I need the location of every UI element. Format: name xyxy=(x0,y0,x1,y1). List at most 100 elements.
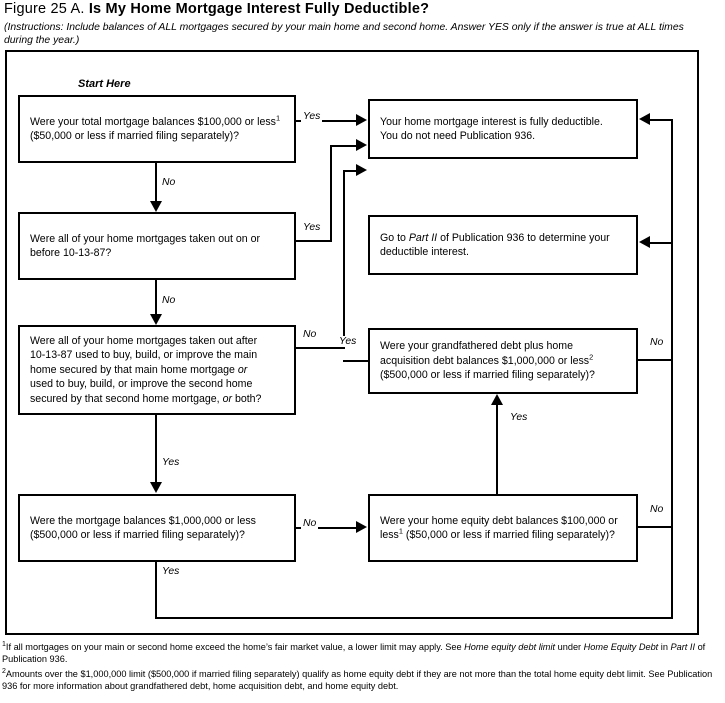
edge-q2-yes-line-v xyxy=(330,145,332,242)
footnote-1: 1If all mortgages on your main or second… xyxy=(2,641,721,666)
edge-label-r3-yes-up: Yes xyxy=(508,412,530,423)
node-q4-line2: ($500,000 or less if married filing sepa… xyxy=(30,529,245,541)
edge-r3-no-line xyxy=(638,359,673,361)
edge-label-r3-no: No xyxy=(648,337,666,348)
node-q3-line3a: home secured by that main home mortgage xyxy=(30,363,238,376)
edge-r3-yes-arrowhead xyxy=(491,394,503,405)
node-q3-line1: Were all of your home mortgages taken ou… xyxy=(30,334,258,347)
edge-label-q3-down-yes: Yes xyxy=(160,457,182,468)
node-r4-line2a: less xyxy=(380,529,399,541)
edge-q4-yes-riser xyxy=(671,119,673,619)
edge-q4-yes-line-h xyxy=(155,617,673,619)
edge-label-q4-no: No xyxy=(301,518,319,529)
footnote-1-part5: of Publication 936. xyxy=(2,642,706,665)
node-q1-footnote-marker: 1 xyxy=(275,112,281,122)
footnote-1-apostrophe: ’ xyxy=(265,642,268,652)
edge-q3-no-line-h1 xyxy=(296,347,345,349)
footnote-1-italic1: Home equity debt limit xyxy=(464,642,556,652)
edge-q4-yes-line-v xyxy=(155,562,157,619)
edge-q2-yes-line-h1 xyxy=(296,240,332,242)
edge-q3-no-line-v xyxy=(343,170,345,349)
node-fully-deductible-result[interactable]: Your home mortgage interest is fully ded… xyxy=(368,99,638,159)
edge-into-r2-line xyxy=(650,242,673,244)
node-q3-line4: used to buy, build, or improve the secon… xyxy=(30,378,253,391)
edge-into-r2-arrowhead xyxy=(639,236,650,248)
edge-q3-down-arrowhead xyxy=(150,482,162,493)
node-go-to-part-ii-result[interactable]: Go to Part II of Publication 936 to dete… xyxy=(368,215,638,275)
node-r4-line1: Were your home equity debt balances $100… xyxy=(380,514,618,527)
node-mortgages-after-1987-question[interactable]: Were all of your home mortgages taken ou… xyxy=(18,325,296,415)
edge-label-r4-no: No xyxy=(648,504,666,515)
edge-label-q2-no: No xyxy=(160,295,178,306)
edge-q2-no-arrowhead xyxy=(150,314,162,325)
edge-q1-no-line xyxy=(155,163,157,203)
edge-q4-yes-arrowhead xyxy=(639,113,650,125)
footnote-2-text: Amounts over the $1,000,000 limit ($500,… xyxy=(2,668,713,692)
node-q3-line3b: or xyxy=(237,363,248,376)
node-mortgage-balances-1million-question[interactable]: Were the mortgage balances $1,000,000 or… xyxy=(18,494,296,562)
node-q4-line1: Were the mortgage balances $1,000,000 or… xyxy=(30,514,256,527)
node-q1-text: Were your total mortgage balances $100,0… xyxy=(20,112,294,144)
edge-q4-no-arrowhead xyxy=(356,521,367,533)
footnote-1-part2: s fair market value, a lower limit may a… xyxy=(267,642,465,652)
footnote-1-marker: 1 xyxy=(2,640,6,648)
node-q3-line5c: both? xyxy=(232,392,262,405)
edge-label-q1-yes: Yes xyxy=(301,111,323,122)
figure-number: Figure 25 A. xyxy=(4,1,85,17)
edge-q3-no-line-h2 xyxy=(343,170,357,172)
edge-r4-no-line xyxy=(638,526,673,528)
figure-title-text: Is My Home Mortgage Interest Fully Deduc… xyxy=(88,1,430,17)
edge-q1-no-arrowhead xyxy=(150,201,162,212)
node-q2-text: Were all of your home mortgages taken ou… xyxy=(20,232,294,261)
node-q4-text: Were the mortgage balances $1,000,000 or… xyxy=(20,514,294,543)
edge-q1-yes-line xyxy=(296,120,357,122)
node-q2-line2: before 10-13-87? xyxy=(30,247,112,259)
edge-label-q3-no: No xyxy=(301,329,319,340)
edge-q3-yes-line xyxy=(343,360,370,362)
edge-label-q2-yes: Yes xyxy=(301,222,323,233)
edge-label-q4-yes: Yes xyxy=(160,566,182,577)
edge-q4-no-line xyxy=(296,527,357,529)
edge-q2-yes-arrowhead xyxy=(356,139,367,151)
node-r1-line1: Your home mortgage interest is fully ded… xyxy=(380,115,603,128)
node-r3-line2: acquisition debt balances $1,000,000 or … xyxy=(380,354,590,367)
node-r3-line3: ($500,000 or less if married filing sepa… xyxy=(380,369,595,382)
footnote-1-italic3: Part II xyxy=(670,642,696,652)
footnote-1-part1: If all mortgages on your main or second … xyxy=(5,642,266,652)
footnote-2-marker: 2 xyxy=(2,667,6,675)
node-q3-line5b: or xyxy=(222,392,232,405)
edge-q3-down-line xyxy=(155,415,157,483)
node-total-mortgage-balances-question[interactable]: Were your total mortgage balances $100,0… xyxy=(18,95,296,163)
footnote-1-part3: under xyxy=(555,642,584,652)
node-r3-line1: Were your grandfathered debt plus home xyxy=(380,340,573,353)
node-home-equity-debt-question[interactable]: Were your home equity debt balances $100… xyxy=(368,494,638,562)
flowchart-border xyxy=(5,50,699,635)
node-q2-line1: Were all of your home mortgages taken ou… xyxy=(30,232,261,245)
edge-r3-yes-line xyxy=(496,404,498,494)
node-r4-line2b: ($50,000 or less if married filing separ… xyxy=(402,529,615,541)
node-r3-footnote-marker: 2 xyxy=(589,352,594,362)
edge-q3-no-arrowhead xyxy=(356,164,367,176)
edge-q4-yes-into-r1 xyxy=(650,119,673,121)
node-r2-part-reference: Part II xyxy=(408,231,438,244)
node-q3-line2: 10-13-87 used to buy, build, or improve … xyxy=(30,349,258,362)
node-r4-text: Were your home equity debt balances $100… xyxy=(370,514,636,543)
node-q3-line5a: secured by that second home mortgage, xyxy=(30,392,223,405)
node-r2-text: Go to Part II of Publication 936 to dete… xyxy=(370,231,636,260)
footnote-2: 2Amounts over the $1,000,000 limit ($500… xyxy=(2,668,721,693)
node-q1-line1: Were your total mortgage balances $100,0… xyxy=(30,115,276,128)
node-r2-line1c: of Publication 936 to determine your xyxy=(437,231,610,244)
node-mortgages-before-1987-question[interactable]: Were all of your home mortgages taken ou… xyxy=(18,212,296,280)
footnote-1-italic2: Home Equity Debt xyxy=(583,642,659,652)
node-q3-text: Were all of your home mortgages taken ou… xyxy=(20,334,294,407)
start-here-label: Start Here xyxy=(78,78,131,90)
node-r1-text: Your home mortgage interest is fully ded… xyxy=(370,115,636,144)
edge-q2-yes-line-h2 xyxy=(330,145,357,147)
node-r3-text: Were your grandfathered debt plus home a… xyxy=(370,339,636,383)
edge-label-q3-yes: Yes xyxy=(337,336,359,347)
node-r1-line2: You do not need Publication 936. xyxy=(380,130,536,142)
node-q1-line2: ($50,000 or less if married filing separ… xyxy=(30,130,240,142)
node-grandfathered-debt-question[interactable]: Were your grandfathered debt plus home a… xyxy=(368,328,638,394)
footnotes-section: 1If all mortgages on your main or second… xyxy=(2,641,721,695)
